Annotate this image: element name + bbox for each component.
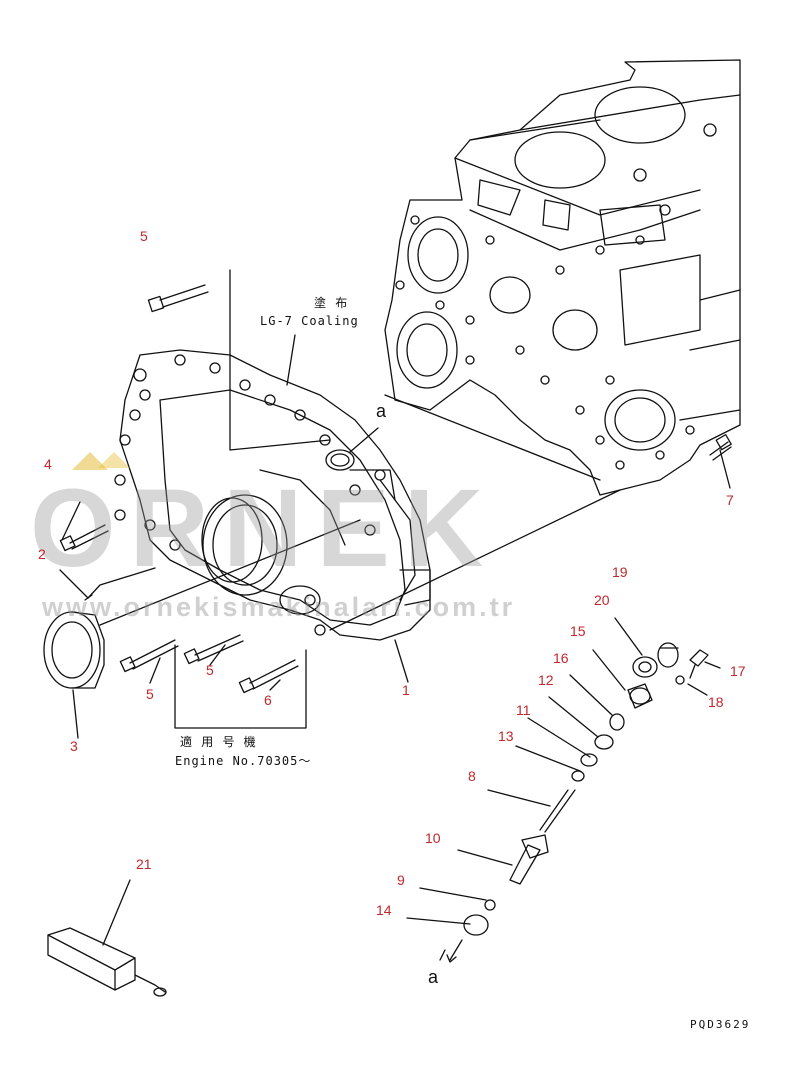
callout-3[interactable]: 3 — [70, 738, 78, 754]
callout-2[interactable]: 2 — [38, 546, 46, 562]
callout-21[interactable]: 21 — [136, 856, 152, 872]
engine-note-en: Engine No.70305～ — [175, 754, 312, 768]
callout-14[interactable]: 14 — [376, 902, 392, 918]
callout-16[interactable]: 16 — [553, 650, 569, 666]
oil-seal — [43, 611, 105, 689]
callout-12[interactable]: 12 — [538, 672, 554, 688]
callout-9[interactable]: 9 — [397, 872, 405, 888]
drawing-code: PQD3629 — [690, 1018, 751, 1031]
callout-8[interactable]: 8 — [468, 768, 476, 784]
coating-note-en: LG-7 Coaling — [260, 314, 359, 328]
reference-a-bottom: a — [428, 967, 440, 987]
leader-lines — [59, 269, 731, 961]
bolts — [59, 284, 732, 694]
watermark-brand: ORNEK — [30, 467, 498, 590]
callout-4[interactable]: 4 — [44, 456, 52, 472]
callout-10[interactable]: 10 — [425, 830, 441, 846]
engine-block — [384, 59, 741, 496]
callout-7[interactable]: 7 — [726, 492, 734, 508]
callout-6[interactable]: 6 — [264, 692, 272, 708]
watermark-url: www.ornekismakinalari.com.tr — [42, 592, 516, 622]
pin-part-2 — [84, 567, 156, 601]
callout-15[interactable]: 15 — [570, 623, 586, 639]
engine-note-jp: 適 用 号 機 — [180, 735, 257, 749]
watermark-logo-mark-2 — [98, 452, 130, 468]
callout-17[interactable]: 17 — [730, 663, 746, 679]
callout-19[interactable]: 19 — [612, 564, 628, 580]
callout-11[interactable]: 11 — [516, 702, 531, 718]
coating-note-jp: 塗 布 — [314, 296, 349, 310]
callout-5-left[interactable]: 5 — [146, 686, 154, 702]
callout-1[interactable]: 1 — [402, 682, 410, 698]
tool-part-21 — [47, 927, 167, 997]
callout-18[interactable]: 18 — [708, 694, 724, 710]
callout-5-mid[interactable]: 5 — [206, 662, 214, 678]
watermark-logo-mark — [72, 452, 108, 470]
callout-20[interactable]: 20 — [594, 592, 610, 608]
reference-a-top: a — [376, 401, 388, 421]
exploded-components — [446, 642, 709, 963]
callout-13[interactable]: 13 — [498, 728, 514, 744]
front-cover — [114, 349, 431, 641]
callout-5-top[interactable]: 5 — [140, 228, 148, 244]
